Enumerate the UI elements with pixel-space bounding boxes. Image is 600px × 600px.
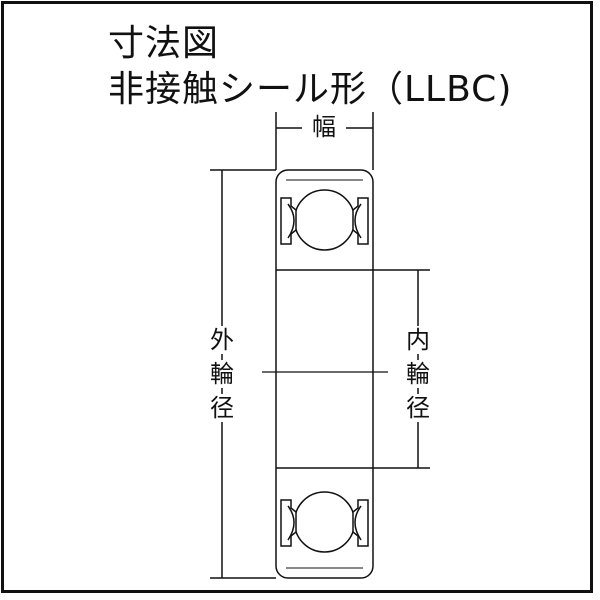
lower-ball-assembly [280,491,369,553]
upper-right-groove [354,203,362,239]
outer-label-char-3: 径 [207,394,237,422]
bearing-outline [275,169,374,579]
upper-ball [293,189,356,251]
upper-right-seal [352,197,369,245]
lower-ball [293,491,356,553]
outer-label-char-1: 外 [207,326,237,354]
lower-right-groove [354,505,362,541]
inner-label-char-3: 径 [403,394,433,422]
width-label: 幅 [302,113,346,141]
drawing-frame [1,1,593,593]
upper-left-groove [287,203,295,239]
title-line-1: 寸法図 [108,23,220,64]
upper-left-seal [280,197,297,245]
inner-label-char-2: 輪 [403,360,433,388]
title-line-2: 非接触シール形（LLBC) [108,69,513,110]
lower-right-seal [352,499,369,547]
upper-ball-assembly [280,189,369,251]
outer-label-char-2: 輪 [207,360,237,388]
inner-label-char-1: 内 [403,326,433,354]
lower-left-seal [280,499,297,547]
lower-left-groove [287,505,295,541]
